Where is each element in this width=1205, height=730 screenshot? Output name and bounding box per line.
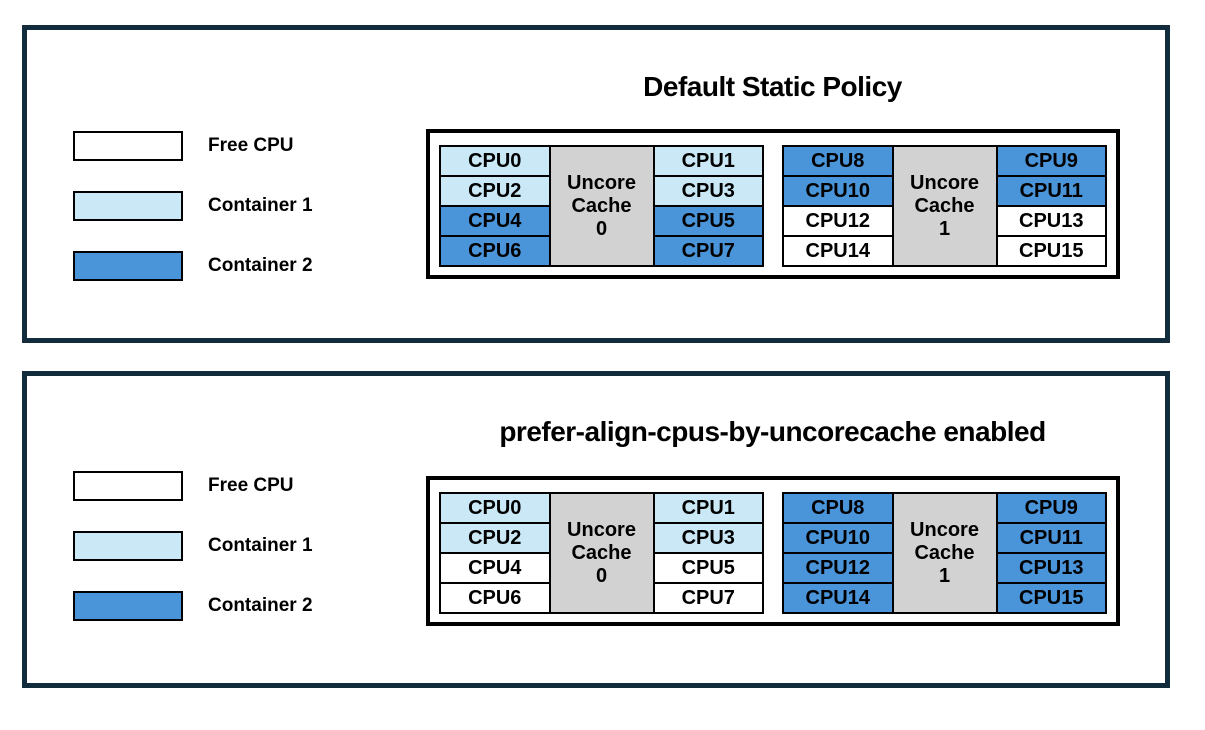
legend-swatch-container-2 — [73, 591, 183, 621]
uncore-cache-label-line: 0 — [595, 217, 608, 240]
uncore-cache-0-group: CPU0 CPU2 CPU4 CPU6 Uncore Cache 0 CPU1 … — [439, 145, 764, 267]
legend-label-container-1: Container 1 — [208, 195, 313, 216]
cpu-cell: CPU14 — [782, 235, 894, 267]
cpu-cell: CPU13 — [995, 205, 1107, 237]
cpu-cell: CPU2 — [439, 522, 551, 554]
cpu-cell: CPU9 — [995, 145, 1107, 177]
legend-label-container-2: Container 2 — [208, 595, 313, 616]
cpu-column-left: CPU8 CPU10 CPU12 CPU14 — [782, 145, 894, 267]
cpu-cell: CPU3 — [652, 522, 764, 554]
cpu-cell: CPU6 — [439, 582, 551, 614]
legend-label-container-1: Container 1 — [208, 535, 313, 556]
legend-swatch-free-cpu — [73, 471, 183, 501]
legend-swatch-container-1 — [73, 531, 183, 561]
uncore-cache-1-group: CPU8 CPU10 CPU12 CPU14 Uncore Cache 1 CP… — [782, 145, 1107, 267]
cpu-cell: CPU12 — [782, 205, 894, 237]
cpu-cell: CPU12 — [782, 552, 894, 584]
cpu-cell: CPU11 — [995, 175, 1107, 207]
uncore-cache-box: Uncore Cache 0 — [548, 492, 655, 614]
cpu-cell: CPU15 — [995, 582, 1107, 614]
uncore-cache-label-line: Cache — [571, 541, 632, 564]
cpu-cell: CPU7 — [652, 235, 764, 267]
cpu-cell: CPU7 — [652, 582, 764, 614]
cpu-cell: CPU8 — [782, 145, 894, 177]
uncore-cache-label-line: Uncore — [567, 171, 636, 194]
uncore-cache-label-line: Uncore — [910, 518, 979, 541]
cpu-cell: CPU2 — [439, 175, 551, 207]
uncore-cache-label-line: Uncore — [910, 171, 979, 194]
cpu-cell: CPU5 — [652, 205, 764, 237]
uncore-cache-box: Uncore Cache 1 — [891, 145, 998, 267]
cpu-cell: CPU9 — [995, 492, 1107, 524]
uncore-cache-0-group: CPU0 CPU2 CPU4 CPU6 Uncore Cache 0 CPU1 … — [439, 492, 764, 614]
legend-label-free-cpu: Free CPU — [208, 135, 294, 156]
uncore-cache-box: Uncore Cache 1 — [891, 492, 998, 614]
cpu-cell: CPU1 — [652, 492, 764, 524]
legend-swatch-container-2 — [73, 251, 183, 281]
cpu-column-right: CPU1 CPU3 CPU5 CPU7 — [652, 492, 764, 614]
uncore-cache-label-line: Cache — [914, 541, 975, 564]
cpu-cell: CPU6 — [439, 235, 551, 267]
cpu-column-left: CPU0 CPU2 CPU4 CPU6 — [439, 492, 551, 614]
uncore-cache-label-line: 0 — [595, 564, 608, 587]
cpu-cell: CPU5 — [652, 552, 764, 584]
legend-label-container-2: Container 2 — [208, 255, 313, 276]
cpu-column-left: CPU8 CPU10 CPU12 CPU14 — [782, 492, 894, 614]
cpu-cell: CPU10 — [782, 522, 894, 554]
legend-swatch-container-1 — [73, 191, 183, 221]
cpu-column-right: CPU1 CPU3 CPU5 CPU7 — [652, 145, 764, 267]
cpu-cell: CPU4 — [439, 205, 551, 237]
uncore-cache-label-line: 1 — [938, 564, 951, 587]
cpu-cell: CPU1 — [652, 145, 764, 177]
cpu-cell: CPU3 — [652, 175, 764, 207]
cpu-column-right: CPU9 CPU11 CPU13 CPU15 — [995, 145, 1107, 267]
cpu-cell: CPU4 — [439, 552, 551, 584]
uncore-cache-label-line: Cache — [571, 194, 632, 217]
cpu-column-right: CPU9 CPU11 CPU13 CPU15 — [995, 492, 1107, 614]
uncore-cache-label-line: 1 — [938, 217, 951, 240]
legend-swatch-free-cpu — [73, 131, 183, 161]
uncore-cache-label-line: Cache — [914, 194, 975, 217]
cpu-cell: CPU0 — [439, 145, 551, 177]
legend-label-free-cpu: Free CPU — [208, 475, 294, 496]
cpu-cell: CPU11 — [995, 522, 1107, 554]
cpu-cell: CPU0 — [439, 492, 551, 524]
cpu-column-left: CPU0 CPU2 CPU4 CPU6 — [439, 145, 551, 267]
uncore-cache-label-line: Uncore — [567, 518, 636, 541]
uncore-cache-1-group: CPU8 CPU10 CPU12 CPU14 Uncore Cache 1 CP… — [782, 492, 1107, 614]
cpu-diagram-default-policy: CPU0 CPU2 CPU4 CPU6 Uncore Cache 0 CPU1 … — [426, 129, 1120, 279]
cpu-cell: CPU14 — [782, 582, 894, 614]
cpu-cell: CPU10 — [782, 175, 894, 207]
panel-title: prefer-align-cpus-by-uncorecache enabled — [499, 416, 1046, 447]
cpu-cell: CPU15 — [995, 235, 1107, 267]
cpu-diagram-uncorecache-enabled: CPU0 CPU2 CPU4 CPU6 Uncore Cache 0 CPU1 … — [426, 476, 1120, 626]
uncore-cache-box: Uncore Cache 0 — [548, 145, 655, 267]
cpu-cell: CPU8 — [782, 492, 894, 524]
cpu-cell: CPU13 — [995, 552, 1107, 584]
panel-title: Default Static Policy — [643, 71, 902, 102]
